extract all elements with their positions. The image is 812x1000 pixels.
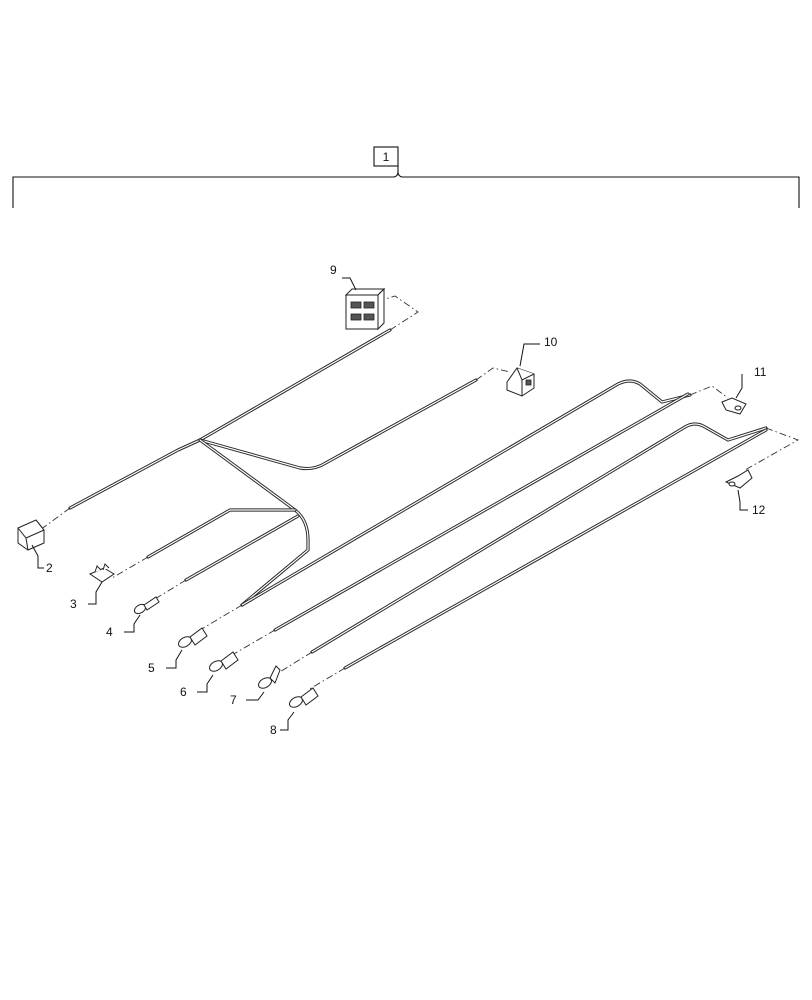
lug-terminal-7 <box>258 665 281 689</box>
callout-11: 11 <box>754 365 767 379</box>
connector-2 <box>17 519 45 551</box>
assembly-label: 1 <box>383 150 390 164</box>
callout-12: 12 <box>752 503 766 517</box>
terminal-11 <box>721 397 747 415</box>
alignment-lines <box>39 295 800 691</box>
lug-terminal-5 <box>178 627 208 648</box>
callout-leaders <box>31 277 748 731</box>
callout-10: 10 <box>544 335 558 349</box>
assembly-bracket: 1 <box>12 146 800 208</box>
terminal-4 <box>133 596 160 615</box>
connector-10 <box>506 367 535 397</box>
callout-2: 2 <box>46 561 53 575</box>
callout-9: 9 <box>330 263 337 277</box>
lug-terminal-8 <box>289 687 319 708</box>
relay-9 <box>344 287 386 331</box>
terminal-12 <box>724 469 753 489</box>
callout-labels: 2 3 4 5 6 7 8 9 10 11 12 <box>46 263 767 737</box>
lug-terminal-6 <box>209 651 239 672</box>
callout-4: 4 <box>106 625 113 639</box>
callout-8: 8 <box>270 723 277 737</box>
callout-3: 3 <box>70 597 77 611</box>
callout-5: 5 <box>148 661 155 675</box>
wire-harness <box>68 328 768 670</box>
callout-6: 6 <box>180 685 187 699</box>
terminal-3 <box>88 563 115 583</box>
callout-7: 7 <box>230 693 237 707</box>
